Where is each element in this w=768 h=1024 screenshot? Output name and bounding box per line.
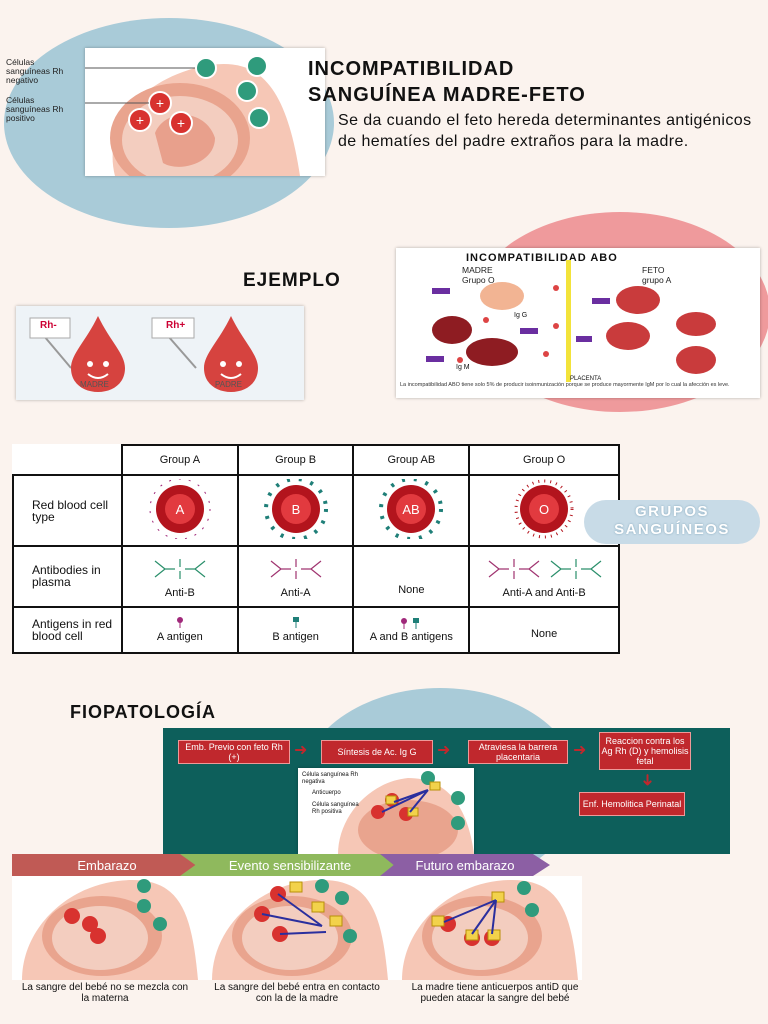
page-description: Se da cuando el feto hereda determinante… <box>338 112 752 150</box>
stage-band-evento: Evento sensibilizante <box>180 854 400 876</box>
abo-title: INCOMPATIBILIDAD ABO <box>466 252 618 264</box>
column-header: Group A <box>121 443 239 477</box>
abo-igm: Ig M <box>456 364 470 371</box>
antibody-label: Anti-B <box>164 586 195 599</box>
abo-footnote: La incompatibilidad ABO tiene solo 5% de… <box>400 382 730 388</box>
row-label-antigens: Antigens in red blood cell <box>12 605 123 655</box>
abo-feto-group: grupo A <box>642 275 672 285</box>
blood-group-table: Group A Group B Group AB Group O Red blo… <box>12 443 620 655</box>
antibody-cell: Anti-A and Anti-B <box>468 544 620 608</box>
column-header: Group B <box>236 443 355 477</box>
stage-caption-2: La sangre del bebé entra en contacto con… <box>214 982 380 1004</box>
antibody-diagram: Célula sanguínea Rh negativa Anticuerpo … <box>298 768 474 860</box>
abo-igg: Ig G <box>514 312 528 319</box>
caption-madre: MADRE <box>80 380 109 389</box>
blood-drop-illustrations <box>29 316 258 392</box>
label-antibody-small: Anticuerpo <box>312 790 341 796</box>
stage-caption-1: La sangre del bebé no se mezcla con la m… <box>21 982 189 1004</box>
antibody-icon <box>270 558 321 579</box>
abo-placenta: PLACENTA <box>570 376 602 382</box>
rbc-label: A <box>176 502 185 517</box>
grupos-sanguineos-badge: GRUPOS SANGUÍNEOS <box>584 500 760 544</box>
svg-text:+: + <box>177 115 185 131</box>
antigen-icon <box>292 617 299 629</box>
flow-step-2: Síntesis de Ac. Ig G <box>321 740 433 764</box>
label-rh-negative: Células sanguíneas Rh negativo <box>6 57 64 85</box>
pregnancy-diagram: + + + <box>85 48 325 193</box>
arrow-right-icon: ➜ <box>573 742 587 759</box>
flow-step-3: Atraviesa la barrera placentaria <box>468 740 568 764</box>
pregnancy-illustration: + + + <box>85 55 300 193</box>
label-rh-positive-small: Célula sanguínea Rh positiva <box>312 802 359 815</box>
rbc-cell-b: B <box>236 474 355 547</box>
rbc-label: AB <box>403 502 420 517</box>
antigen-cell: B antigen <box>236 605 355 655</box>
stage-band-futuro: Futuro embarazo <box>380 854 550 876</box>
abo-madre: MADRE <box>462 265 493 275</box>
abo-illustration <box>426 260 716 382</box>
column-header: Group AB <box>352 443 471 477</box>
ejemplo-heading: EJEMPLO <box>243 270 341 291</box>
abo-madre-group: Grupo O <box>462 275 495 285</box>
antigen-label: B antigen <box>272 631 319 644</box>
antigen-cell: A and B antigens <box>352 605 471 655</box>
column-header: Group O <box>468 443 620 477</box>
flow-step-1: Emb. Previo con feto Rh (+) <box>178 740 290 764</box>
antibody-label: Anti-A <box>280 586 311 599</box>
rh-example-panel: Rh- Rh+ MADRE PADRE <box>16 306 304 400</box>
abo-incompatibility-panel: INCOMPATIBILIDAD ABO MADRE Grupo O FETO … <box>396 248 760 398</box>
page-title: INCOMPATIBILIDAD SANGUÍNEA MADRE-FETO <box>308 58 586 106</box>
stage-2-illustration <box>212 879 388 980</box>
flow-step-5: Enf. Hemolitica Perinatal <box>579 792 685 816</box>
antibody-label: Anti-A and Anti-B <box>502 586 586 599</box>
rbc-cell-ab: AB <box>352 474 471 547</box>
caption-padre: PADRE <box>215 380 242 389</box>
antigen-cell: None <box>468 605 620 655</box>
stage-3-illustration <box>402 880 578 980</box>
row-label-antibodies: Antibodies in plasma <box>12 544 123 608</box>
fiopatologia-heading: FIOPATOLOGÍA <box>70 702 216 722</box>
antibody-cell: Anti-A <box>236 544 355 608</box>
table-corner <box>13 445 123 477</box>
antibody-icon <box>488 558 602 579</box>
arrow-down-icon: ➜ <box>638 773 656 787</box>
antibody-icon <box>154 558 206 579</box>
antigen-label: A and B antigens <box>369 630 453 643</box>
arrow-right-icon: ➜ <box>437 742 451 759</box>
stages-illustrations <box>12 876 582 980</box>
abo-feto: FETO <box>642 265 665 275</box>
antigen-icon <box>176 617 183 629</box>
rbc-cell-a: A <box>121 474 239 547</box>
arrow-right-icon: ➜ <box>294 742 308 759</box>
rbc-label: O <box>539 502 549 517</box>
antigen-icon <box>401 617 420 629</box>
label-rh-positive: Células sanguíneas Rh positivo <box>6 95 64 123</box>
antibody-label: None <box>398 584 425 597</box>
stage-band-embarazo: Embarazo <box>12 854 202 876</box>
antibody-cell: None <box>352 544 471 608</box>
antigen-label: A antigen <box>156 631 203 644</box>
antibody-cell: Anti-B <box>121 544 239 608</box>
stage-1-illustration <box>22 879 198 980</box>
svg-text:+: + <box>156 95 164 111</box>
sign-rh-negative: Rh- <box>40 320 57 331</box>
row-label-rbc: Red blood cell type <box>12 474 123 547</box>
antigen-cell: A antigen <box>121 605 239 655</box>
antigen-label: None <box>530 627 558 640</box>
stage-caption-3: La madre tiene anticuerpos antiD que pue… <box>411 982 579 1004</box>
label-rh-negative-small: Célula sanguínea Rh negativa <box>302 772 359 785</box>
svg-text:+: + <box>136 112 144 128</box>
rbc-label: B <box>291 502 300 517</box>
sign-rh-positive: Rh+ <box>166 320 186 331</box>
flow-step-4: Reaccion contra los Ag Rh (D) y hemolisi… <box>599 732 691 770</box>
